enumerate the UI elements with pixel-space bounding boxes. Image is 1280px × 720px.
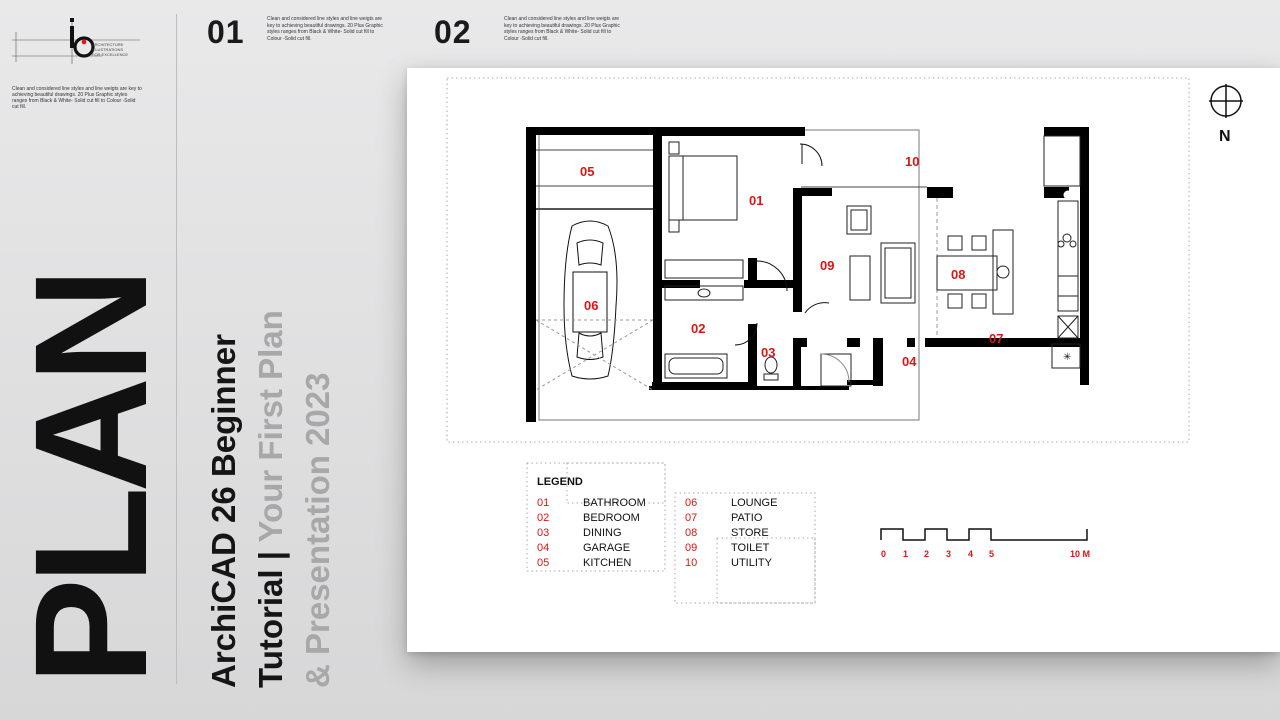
dining-furniture xyxy=(936,135,1081,369)
block-02: 02 Clean and considered line styles and … xyxy=(434,14,620,51)
bathroom-fixtures xyxy=(664,259,779,381)
legend-label: GARAGE xyxy=(583,542,631,554)
legend-num: 04 xyxy=(537,542,550,554)
legend-label: TOILET xyxy=(731,542,770,554)
room-tag-07: 07 xyxy=(989,331,1003,346)
scale-label: 2 xyxy=(924,549,930,559)
legend-label: LOUNGE xyxy=(731,497,778,509)
legend-label: STORE xyxy=(731,527,769,539)
legend-label: BATHROOM xyxy=(583,497,646,509)
room-tag-06: 06 xyxy=(584,298,598,313)
legend-title: LEGEND xyxy=(537,476,583,488)
legend-num: 09 xyxy=(685,542,698,554)
plan-sheet: ✳ 05 01 10 09 08 06 02 03 04 07 N LEGEND… xyxy=(407,68,1280,652)
legend-num: 03 xyxy=(537,527,550,539)
title-line-1: ArchiCAD 26 Beginner xyxy=(205,334,242,688)
block-description: Clean and considered line styles and lin… xyxy=(267,16,383,42)
floor-plan-drawing: ✳ 05 01 10 09 08 06 02 03 04 07 xyxy=(446,77,1243,604)
scale-label: 10 M xyxy=(1070,549,1091,559)
block-description: Clean and considered line styles and lin… xyxy=(504,16,620,42)
legend-col-2-numbers: 06 07 08 09 10 xyxy=(685,496,697,571)
legend-num: 02 xyxy=(537,512,550,524)
svg-text:✳: ✳ xyxy=(1063,352,1071,363)
legend-col-1-numbers: 01 02 03 04 05 xyxy=(537,496,549,571)
block-number: 01 xyxy=(207,14,245,50)
scale-label: 4 xyxy=(968,549,974,559)
legend-num: 07 xyxy=(685,512,698,524)
room-tag-10: 10 xyxy=(905,154,919,169)
room-tag-04: 04 xyxy=(902,354,917,369)
room-tag-01: 01 xyxy=(749,193,763,208)
north-label: N xyxy=(1219,128,1231,145)
legend-num: 10 xyxy=(685,557,698,569)
legend-num: 01 xyxy=(537,497,550,509)
title-line-2-dark: Tutorial | xyxy=(252,542,289,688)
room-tag-09: 09 xyxy=(820,258,834,273)
side-description: Clean and considered line styles and lin… xyxy=(12,86,142,110)
title-line-3: & Presentation 2023 xyxy=(299,372,336,688)
scale-label: 0 xyxy=(881,549,887,559)
bed-icon xyxy=(668,141,738,233)
legend-col-2-labels: LOUNGE PATIO STORE TOILET UTILITY xyxy=(731,496,777,571)
legend-label: UTILITY xyxy=(731,557,772,569)
north-arrow-icon xyxy=(1209,84,1243,118)
legend-num: 06 xyxy=(685,497,698,509)
tutorial-title: ArchiCAD 26 Beginner Tutorial | Your Fir… xyxy=(200,310,341,688)
legend-label: PATIO xyxy=(731,512,763,524)
block-number: 02 xyxy=(434,14,472,50)
room-tag-08: 08 xyxy=(951,267,965,282)
legend-label: DINING xyxy=(583,527,622,539)
logo-tagline: ARCHITECTURE ILLUSTRATIONS FOR EXCELLENC… xyxy=(92,42,129,57)
car-icon xyxy=(563,220,618,380)
block-01: 01 Clean and considered line styles and … xyxy=(207,14,383,51)
walls xyxy=(526,127,1089,422)
big-title: PLAN xyxy=(1,273,180,685)
legend-col-1-labels: BATHROOM BEDROOM DINING GARAGE KITCHEN xyxy=(583,496,646,571)
room-tag-05: 05 xyxy=(580,164,594,179)
legend-num: 05 xyxy=(537,557,550,569)
room-tag-02: 02 xyxy=(691,321,705,336)
legend-num: 08 xyxy=(685,527,698,539)
lounge-furniture xyxy=(801,186,927,304)
scale-label: 1 xyxy=(903,549,909,559)
title-line-2-light: Your First Plan xyxy=(252,310,289,543)
scale-label: 3 xyxy=(946,549,952,559)
room-tag-03: 03 xyxy=(761,345,775,360)
divider-line xyxy=(176,14,177,684)
legend-label: KITCHEN xyxy=(583,557,632,569)
logo xyxy=(12,18,140,64)
scale-bar xyxy=(880,528,1088,541)
legend-label: BEDROOM xyxy=(583,512,640,524)
scale-label: 5 xyxy=(989,549,995,559)
